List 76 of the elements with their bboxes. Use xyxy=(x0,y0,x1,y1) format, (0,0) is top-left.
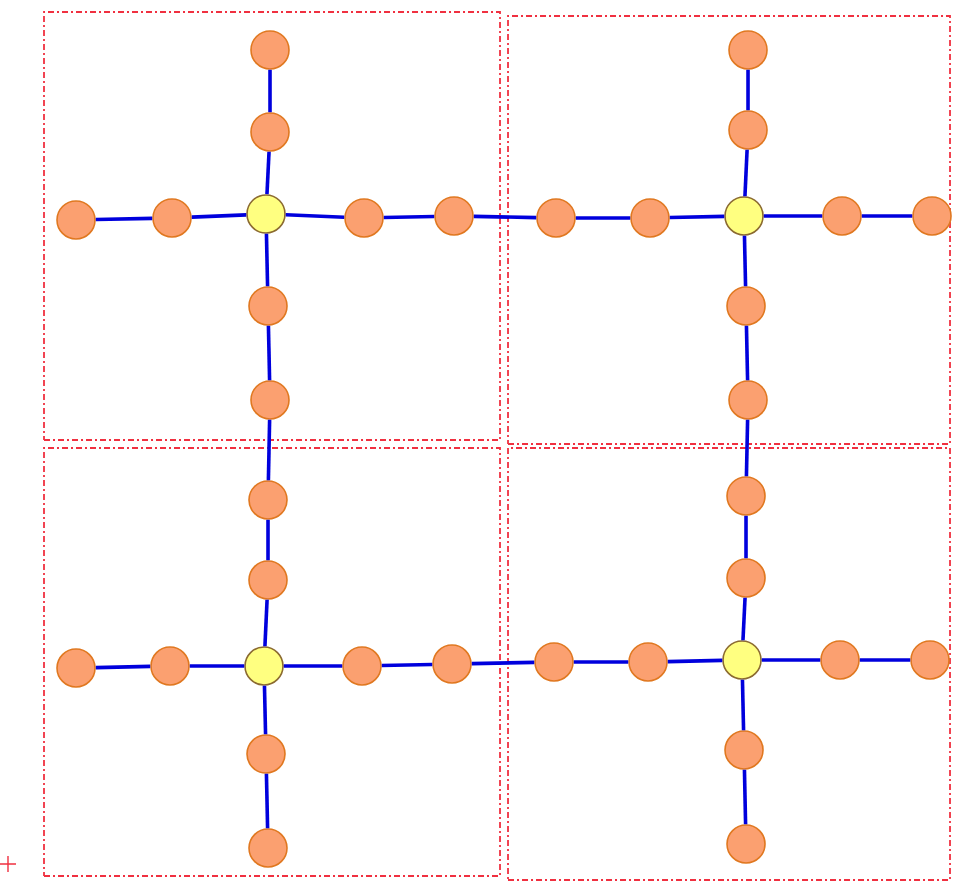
hub-circle xyxy=(244,646,284,686)
node-circle xyxy=(536,198,576,238)
node-circle xyxy=(248,480,288,520)
node-circle xyxy=(56,648,96,688)
connector-line xyxy=(667,658,723,664)
node-circle xyxy=(250,30,290,70)
dashed-frame xyxy=(507,447,951,881)
connector-line xyxy=(191,213,247,219)
connector-line xyxy=(471,660,535,666)
node-circle xyxy=(726,476,766,516)
connector-line xyxy=(744,325,750,381)
connector-line xyxy=(740,679,746,731)
connector-line xyxy=(669,214,725,220)
connector-line xyxy=(575,216,631,220)
connector-line xyxy=(95,664,151,670)
node-circle xyxy=(726,286,766,326)
node-circle xyxy=(630,198,670,238)
node-circle xyxy=(728,380,768,420)
node-circle xyxy=(910,640,950,680)
connector-line xyxy=(741,597,747,641)
node-circle xyxy=(152,198,192,238)
connector-line xyxy=(283,664,343,668)
connector-line xyxy=(859,658,911,662)
connector-line xyxy=(266,419,272,481)
connector-line xyxy=(861,214,913,218)
connector-line xyxy=(189,664,245,668)
connector-line xyxy=(763,214,823,218)
hub-circle xyxy=(246,194,286,234)
node-circle xyxy=(248,560,288,600)
dashed-frame xyxy=(43,11,501,441)
node-circle xyxy=(820,640,860,680)
node-circle xyxy=(246,734,286,774)
connector-line xyxy=(761,658,821,662)
connector-line xyxy=(264,773,270,829)
node-circle xyxy=(248,286,288,326)
hub-circle xyxy=(724,196,764,236)
node-circle xyxy=(432,644,472,684)
connector-line xyxy=(742,235,748,287)
connector-line xyxy=(95,216,153,222)
node-circle xyxy=(56,200,96,240)
connector-line xyxy=(742,769,748,825)
node-circle xyxy=(534,642,574,682)
connector-line xyxy=(263,599,269,647)
node-circle xyxy=(728,110,768,150)
connector-line xyxy=(744,515,748,559)
node-circle xyxy=(250,380,290,420)
connector-line xyxy=(573,660,629,664)
connector-line xyxy=(746,69,750,111)
node-circle xyxy=(726,824,766,864)
dashed-frame xyxy=(43,447,501,877)
connector-line xyxy=(381,662,433,668)
node-circle xyxy=(724,730,764,770)
connector-line xyxy=(264,233,270,287)
connector-line xyxy=(473,214,537,220)
node-circle xyxy=(434,196,474,236)
connector-line xyxy=(268,69,272,113)
node-circle xyxy=(250,112,290,152)
node-circle xyxy=(248,828,288,868)
node-circle xyxy=(726,558,766,598)
connector-line xyxy=(266,325,272,381)
node-circle xyxy=(912,196,952,236)
node-circle xyxy=(822,196,862,236)
node-circle xyxy=(342,646,382,686)
connector-line xyxy=(744,419,750,477)
dashed-frame xyxy=(507,15,951,445)
node-circle xyxy=(628,642,668,682)
hub-circle xyxy=(722,640,762,680)
connector-line xyxy=(266,519,270,561)
connector-line xyxy=(265,151,271,195)
connector-line xyxy=(262,685,268,735)
connector-line xyxy=(743,149,749,197)
connector-line xyxy=(285,213,345,219)
node-circle xyxy=(150,646,190,686)
node-circle xyxy=(728,30,768,70)
connector-line xyxy=(383,214,435,220)
node-circle xyxy=(344,198,384,238)
